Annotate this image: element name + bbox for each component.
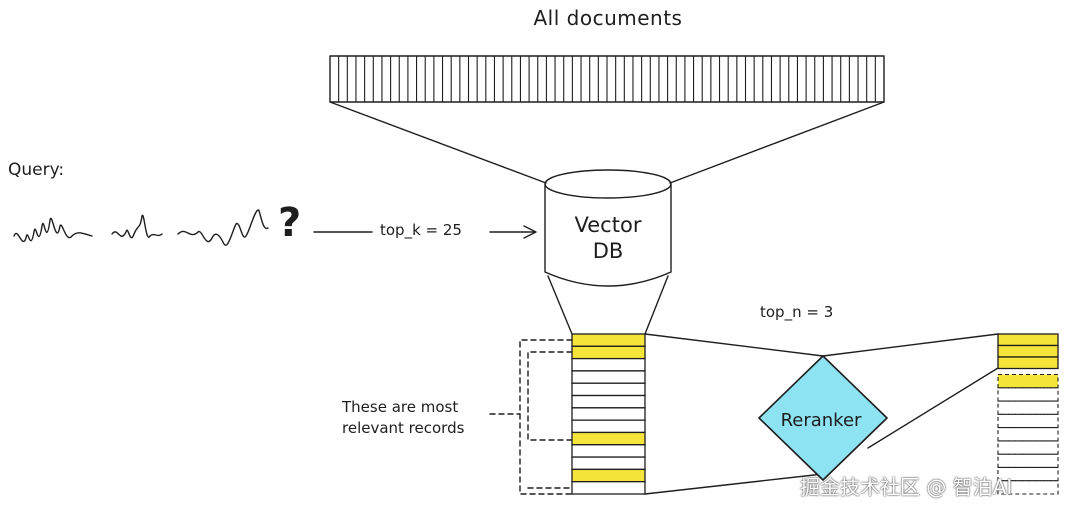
retrieved-record bbox=[571, 407, 646, 421]
rerank-in-bottom bbox=[644, 473, 824, 495]
reranker-label: Reranker bbox=[780, 410, 862, 431]
reranked-discarded-record bbox=[997, 480, 1059, 495]
reranked-discarded-record bbox=[997, 400, 1059, 415]
retrieved-record bbox=[571, 382, 646, 397]
retrieved-record bbox=[571, 419, 646, 434]
bracket-outer bbox=[519, 339, 573, 495]
watermark: 掘金技术社区 @ 智泊AI bbox=[800, 475, 1013, 499]
reranked-discarded-relevant bbox=[997, 373, 1059, 389]
retrieved-record-relevant bbox=[571, 333, 646, 347]
reranked-discarded-record bbox=[997, 427, 1059, 442]
all-documents-strip bbox=[329, 55, 885, 103]
relevance-note-line-2: relevant records bbox=[342, 419, 465, 437]
rerank-out-top bbox=[822, 333, 999, 357]
retrieved-records-list bbox=[571, 333, 646, 495]
reranker-diamond bbox=[758, 355, 888, 481]
vector-db-line-1: Vector bbox=[574, 213, 642, 237]
query-scribble-3 bbox=[177, 209, 269, 246]
all-documents-cells bbox=[338, 56, 876, 102]
query-question-mark: ? bbox=[278, 200, 302, 246]
vector-db-line-2: DB bbox=[592, 239, 624, 263]
vector-db-cylinder bbox=[544, 169, 672, 287]
reranked-discarded-record bbox=[997, 440, 1059, 455]
retrieved-record-relevant bbox=[571, 468, 646, 483]
funnel-left-line bbox=[329, 101, 547, 184]
retrieved-record-relevant bbox=[571, 431, 646, 446]
reranked-top-record bbox=[997, 344, 1059, 358]
rerank-in-top bbox=[644, 333, 824, 357]
reranked-top-record bbox=[997, 356, 1059, 370]
reranked-discarded-record bbox=[997, 413, 1059, 429]
cylinder-top bbox=[544, 169, 672, 199]
relevance-bracket bbox=[489, 339, 573, 495]
reranked-discarded-record bbox=[997, 387, 1059, 402]
funnel-right-line bbox=[669, 101, 885, 184]
retrieved-record bbox=[571, 444, 646, 458]
retrieved-record bbox=[571, 357, 646, 372]
top-k-label: top_k = 25 bbox=[380, 221, 462, 239]
retrieved-record-relevant bbox=[571, 345, 646, 360]
rerank-out-bottom bbox=[867, 367, 999, 449]
reranked-records-list bbox=[997, 333, 1059, 495]
retrieved-record bbox=[571, 481, 646, 495]
arrow-head bbox=[523, 225, 537, 239]
all-documents-title: All documents bbox=[533, 6, 683, 30]
retrieved-record bbox=[571, 370, 646, 384]
bracket-inner bbox=[527, 351, 573, 441]
cylinder-body bbox=[544, 183, 672, 287]
query-scribble-1 bbox=[13, 217, 93, 243]
top-n-label: top_n = 3 bbox=[760, 303, 834, 321]
retrieved-record bbox=[571, 456, 646, 471]
reranked-discarded-record bbox=[997, 453, 1059, 468]
db-output-funnel bbox=[547, 275, 669, 335]
vector-db-label: Vector DB bbox=[540, 212, 676, 264]
query-label: Query: bbox=[8, 160, 65, 180]
query-scribble-2 bbox=[111, 214, 163, 239]
retrieved-record bbox=[571, 394, 646, 409]
reranked-discarded-record bbox=[997, 466, 1059, 482]
relevance-note: These are most relevant records bbox=[342, 397, 464, 439]
relevance-note-line-1: These are most bbox=[342, 398, 459, 416]
reranked-top-record bbox=[997, 333, 1059, 347]
